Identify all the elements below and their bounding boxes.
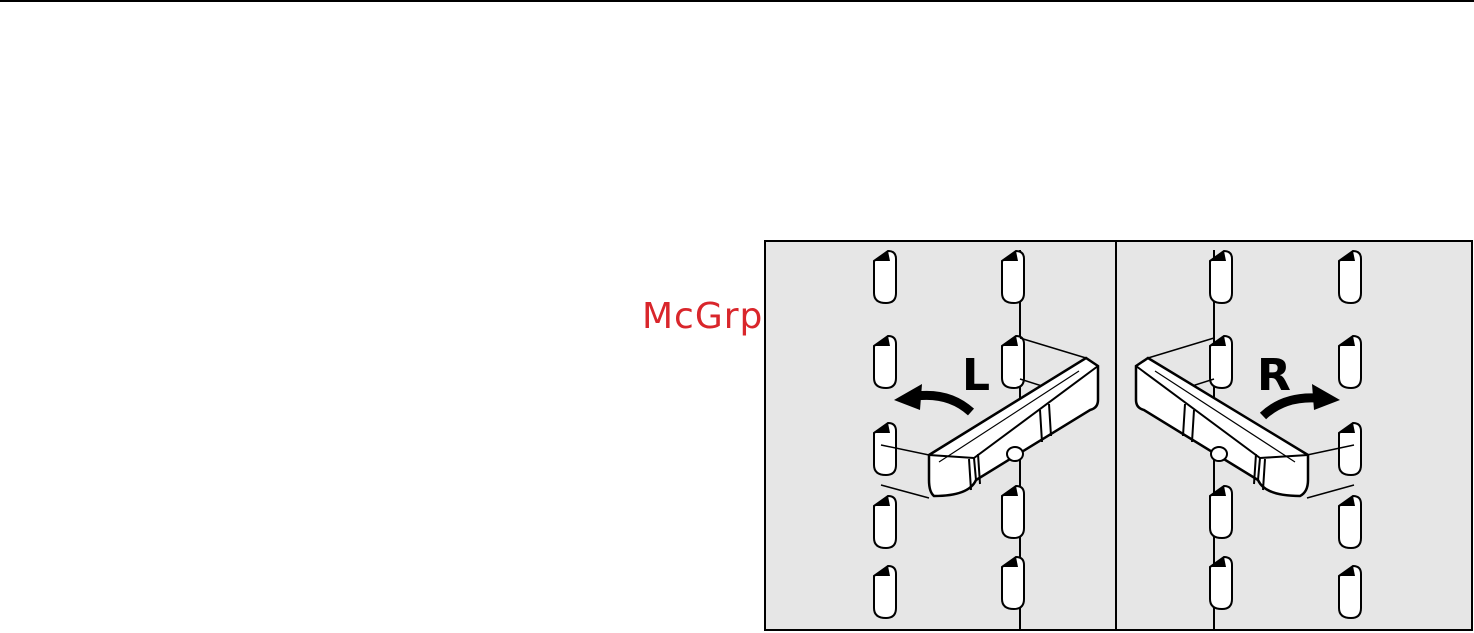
right-panel-label: R [1257,350,1291,401]
left-panel-label: L [962,350,990,401]
shelf-support-illustration: L [764,240,1473,631]
page-top-rule [0,0,1474,2]
figure-frame [765,241,1472,630]
